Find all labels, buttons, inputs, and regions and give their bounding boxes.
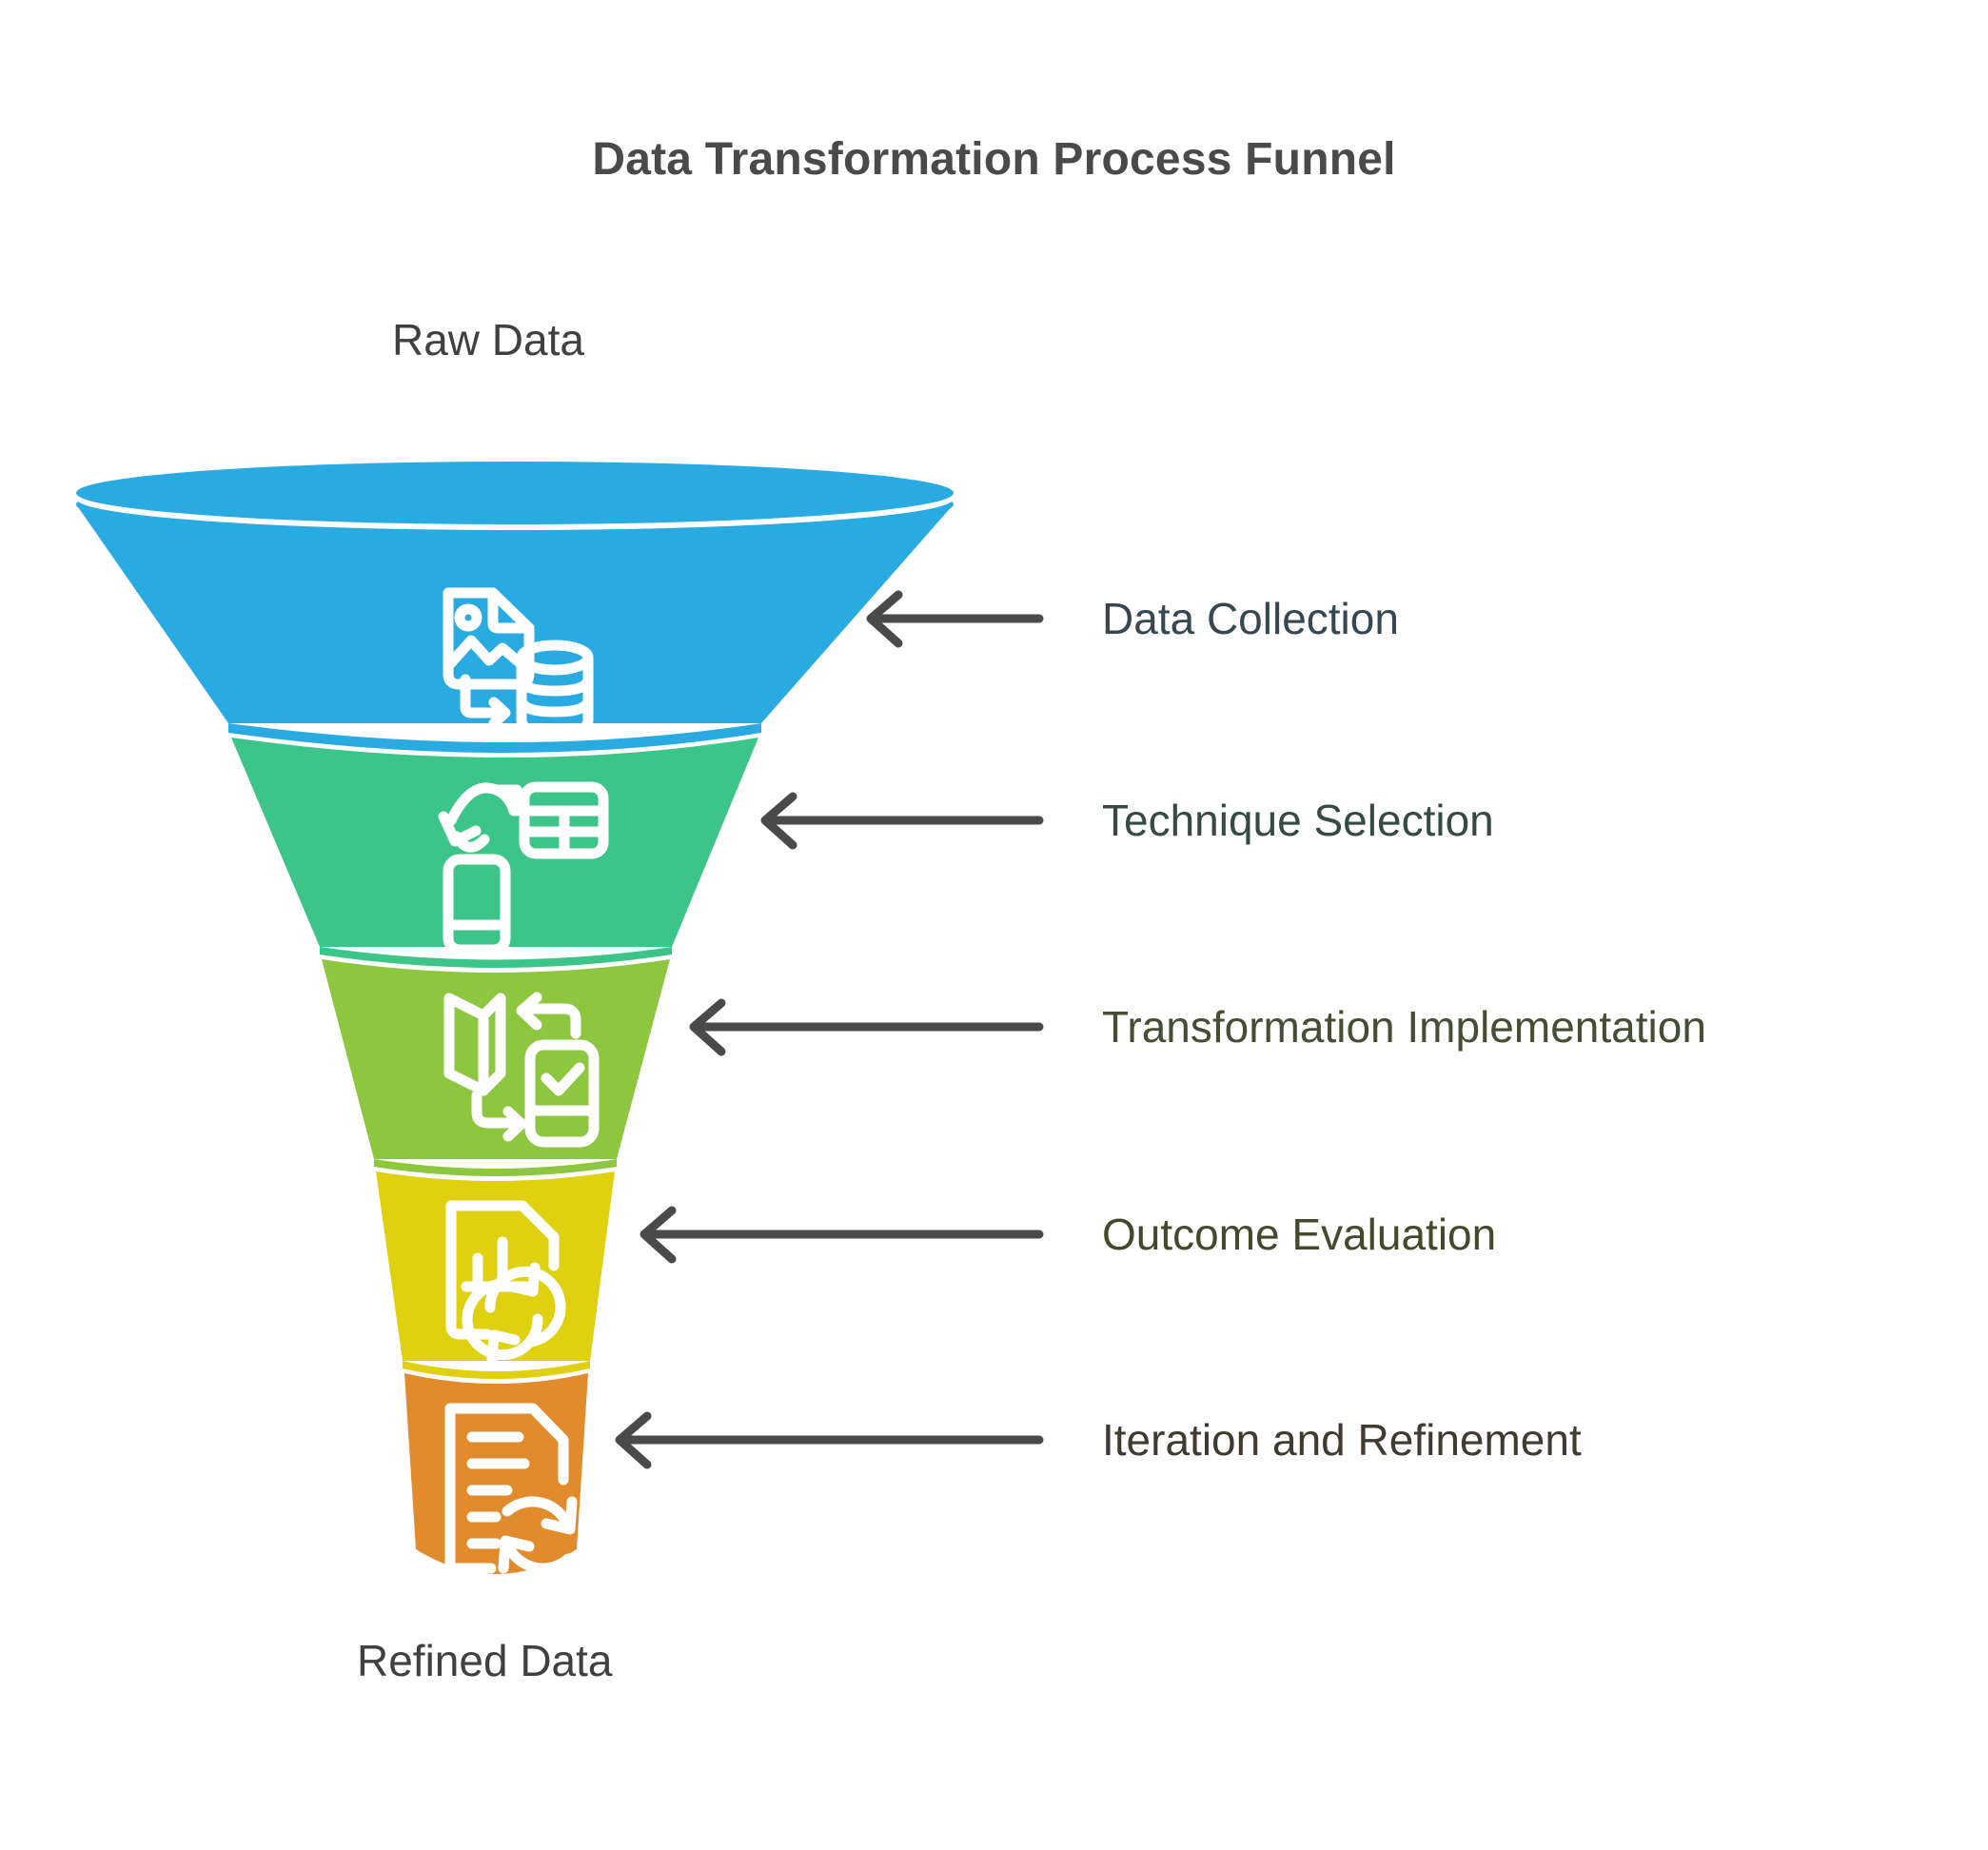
arrow-iteration-and-refinement [615, 1411, 1044, 1469]
arrow-technique-selection [760, 792, 1044, 850]
stage-label-outcome-evaluation: Outcome Evaluation [1102, 1210, 1497, 1259]
stage-label-technique-selection: Technique Selection [1102, 796, 1494, 845]
stage-arrows [615, 590, 1044, 1469]
top-cap-label: Raw Data [392, 315, 584, 364]
stage-label-transformation-implementation: Transformation Implementation [1102, 1002, 1706, 1052]
funnel-segment-technique-selection[interactable] [231, 738, 758, 968]
chart-title: Data Transformation Process Funnel [592, 134, 1396, 185]
book-arrows-phone-check-icon [443, 992, 600, 1148]
image-file-to-database-icon [443, 587, 594, 738]
arrow-data-collection [866, 590, 1044, 648]
stage-label-iteration-and-refinement: Iteration and Refinement [1102, 1415, 1582, 1465]
chart-document-refresh-icon [445, 1200, 566, 1365]
bottom-cap-label: Refined Data [357, 1636, 613, 1685]
arrow-outcome-evaluation [640, 1206, 1044, 1264]
stage-label-data-collection: Data Collection [1102, 594, 1399, 643]
text-document-refresh-icon [444, 1403, 578, 1574]
arrow-transformation-implementation [689, 998, 1044, 1056]
swap-arrow-table-phone-icon [438, 781, 609, 955]
